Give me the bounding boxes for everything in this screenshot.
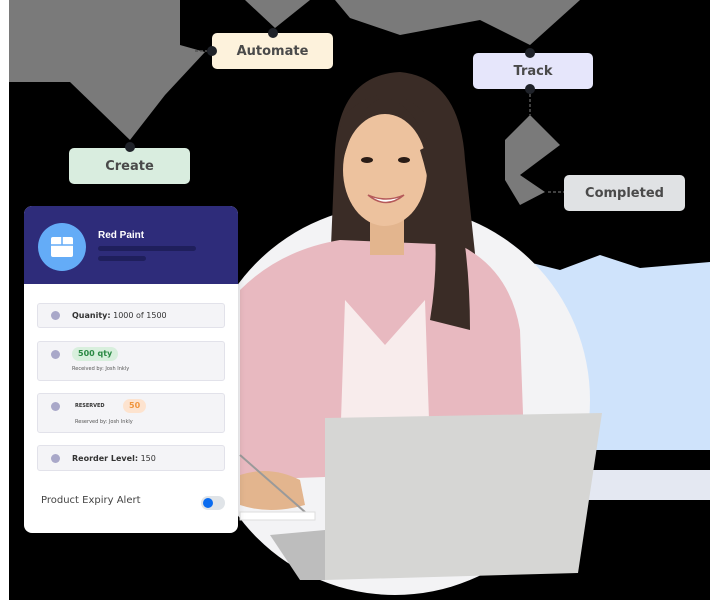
flow-node-label: Automate [236, 43, 309, 59]
flow-node-create: Create [69, 148, 190, 184]
flow-node-automate: Automate [212, 33, 333, 69]
quantity-value: 1000 of 1500 [113, 311, 167, 320]
flow-node-label: Completed [585, 185, 664, 201]
inventory-card: Red Paint Quanity: 1000 of 1500 500 qty … [24, 206, 238, 533]
quantity-row: Quanity: 1000 of 1500 [37, 303, 225, 328]
reserved-row: RESERVED 50 Reserved by: Josh Inkly [37, 393, 225, 433]
reserved-by-text: Reserved by: Josh Inkly [75, 419, 133, 425]
received-row: 500 qty Received by: Josh Inkly [37, 341, 225, 381]
placeholder-bar [98, 256, 146, 261]
reorder-row: Reorder Level: 150 [37, 445, 225, 471]
flow-node-track: Track [473, 53, 593, 89]
placeholder-bar [98, 246, 196, 251]
expiry-alert-label: Product Expiry Alert [41, 495, 141, 506]
reorder-value: 150 [140, 454, 156, 463]
reserved-badge: 50 [123, 399, 147, 413]
connector-dot [207, 46, 217, 56]
reorder-text: Reorder Level: 150 [72, 454, 156, 463]
product-avatar [38, 223, 86, 271]
flow-node-label: Create [105, 158, 154, 174]
card-header: Red Paint [24, 206, 238, 284]
box-icon [51, 237, 73, 257]
connector-dot [525, 48, 535, 58]
left-edge [0, 0, 9, 600]
connector-dot [268, 28, 278, 38]
bullet-icon [51, 311, 60, 320]
received-badge: 500 qty [72, 347, 119, 361]
flow-node-completed: Completed [564, 175, 685, 211]
received-by-text: Received by: Josh Inkly [72, 366, 130, 372]
quantity-label: Quanity: [72, 311, 111, 320]
product-name: Red Paint [98, 230, 145, 241]
quantity-text: Quanity: 1000 of 1500 [72, 311, 167, 320]
bullet-icon [51, 350, 60, 359]
bullet-icon [51, 402, 60, 411]
reserved-label: RESERVED [75, 403, 105, 409]
connector-dot [125, 142, 135, 152]
expiry-alert-toggle[interactable] [201, 496, 225, 510]
bullet-icon [51, 454, 60, 463]
connector-dot [525, 84, 535, 94]
reorder-label: Reorder Level: [72, 454, 139, 463]
flow-node-label: Track [513, 63, 553, 79]
toggle-knob [203, 498, 213, 508]
